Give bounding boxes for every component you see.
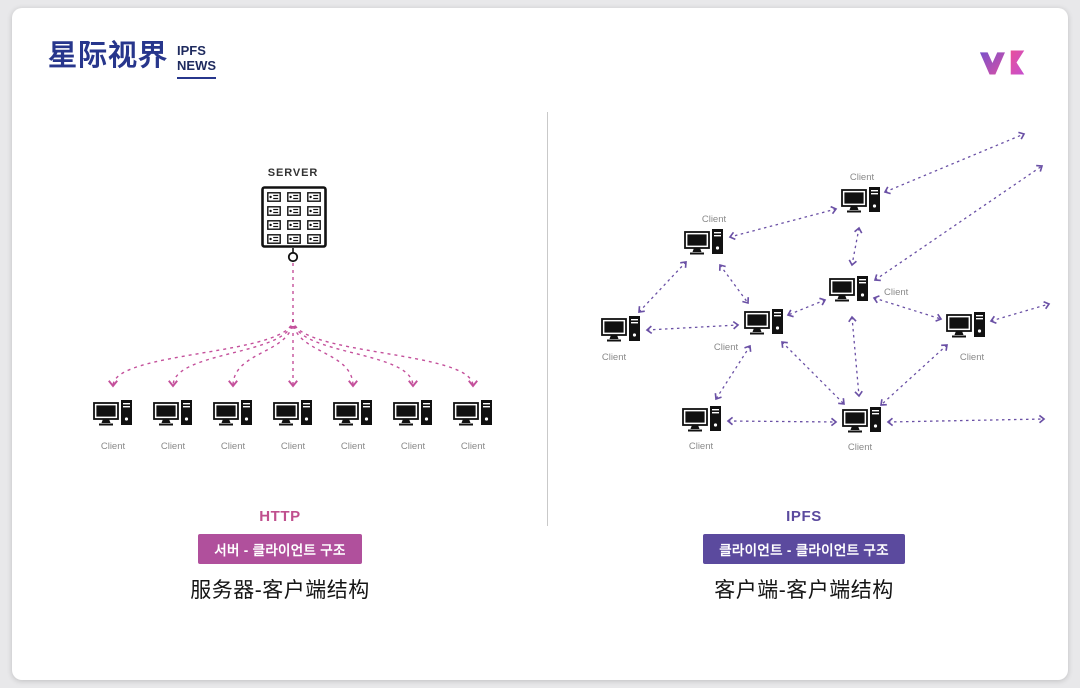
logo-sub-bottom: NEWS [177, 57, 217, 73]
server-port-dot [287, 251, 299, 263]
ipfs-peers: Client Client Client Client Client Clien… [601, 172, 986, 453]
brand-logo: 星际视界 IPFS NEWS [48, 40, 217, 79]
server-rack-icon [263, 188, 326, 247]
http-diagram: SERVER Client Client Client Client [93, 167, 493, 452]
http-footer: HTTP 서버 - 클라이언트 구조 服务器-客户端结构 [30, 508, 530, 604]
client-icon [393, 399, 433, 427]
server-label: SERVER [268, 167, 318, 179]
client-label: Client [848, 442, 873, 453]
client-icon [682, 405, 722, 433]
client-label: Client [281, 441, 306, 452]
news-card: 星际视界 IPFS NEWS SERVER [12, 8, 1068, 680]
client-label: Client [850, 172, 875, 183]
client-icon [842, 406, 882, 434]
http-clients: Client Client Client Client Client Clien… [93, 399, 493, 452]
ipfs-badge: 클라이언트 - 클라이언트 구조 [703, 534, 905, 564]
client-icon [213, 399, 253, 427]
http-caption: 服务器-客户端结构 [190, 579, 370, 602]
client-icon [829, 275, 869, 303]
client-label: Client [602, 352, 627, 363]
ipfs-diagram: Client Client Client Client Client Clien… [601, 131, 1051, 453]
client-label: Client [689, 441, 714, 452]
http-badge: 서버 - 클라이언트 구조 [198, 534, 362, 564]
http-fan-arrows [108, 263, 478, 388]
panel-divider [547, 112, 548, 526]
ipfs-footer: IPFS 클라이언트 - 클라이언트 구조 客户端-客户端结构 [554, 508, 1054, 604]
brand-mark-icon [978, 48, 1030, 83]
client-label: Client [101, 441, 126, 452]
client-icon [841, 186, 881, 214]
client-label: Client [884, 287, 909, 298]
client-label: Client [161, 441, 186, 452]
client-label: Client [341, 441, 366, 452]
client-label: Client [221, 441, 246, 452]
client-icon [273, 399, 313, 427]
http-title: HTTP [259, 508, 301, 525]
client-label: Client [702, 214, 727, 225]
client-label: Client [401, 441, 426, 452]
client-label: Client [960, 352, 985, 363]
client-icon [93, 399, 133, 427]
ipfs-mesh-edges [638, 131, 1051, 427]
ipfs-caption: 客户端-客户端结构 [714, 579, 894, 602]
client-label: Client [461, 441, 486, 452]
logo-sub-top: IPFS [177, 43, 206, 58]
client-icon [333, 399, 373, 427]
client-icon [684, 228, 724, 256]
logo-text: 星际视界 [48, 40, 169, 72]
client-icon [453, 399, 493, 427]
logo-subtext: IPFS NEWS [177, 43, 217, 79]
client-icon [744, 308, 784, 336]
client-label: Client [714, 342, 739, 353]
client-icon [153, 399, 193, 427]
ipfs-title: IPFS [786, 508, 822, 525]
client-icon [946, 311, 986, 339]
client-icon [601, 315, 641, 343]
